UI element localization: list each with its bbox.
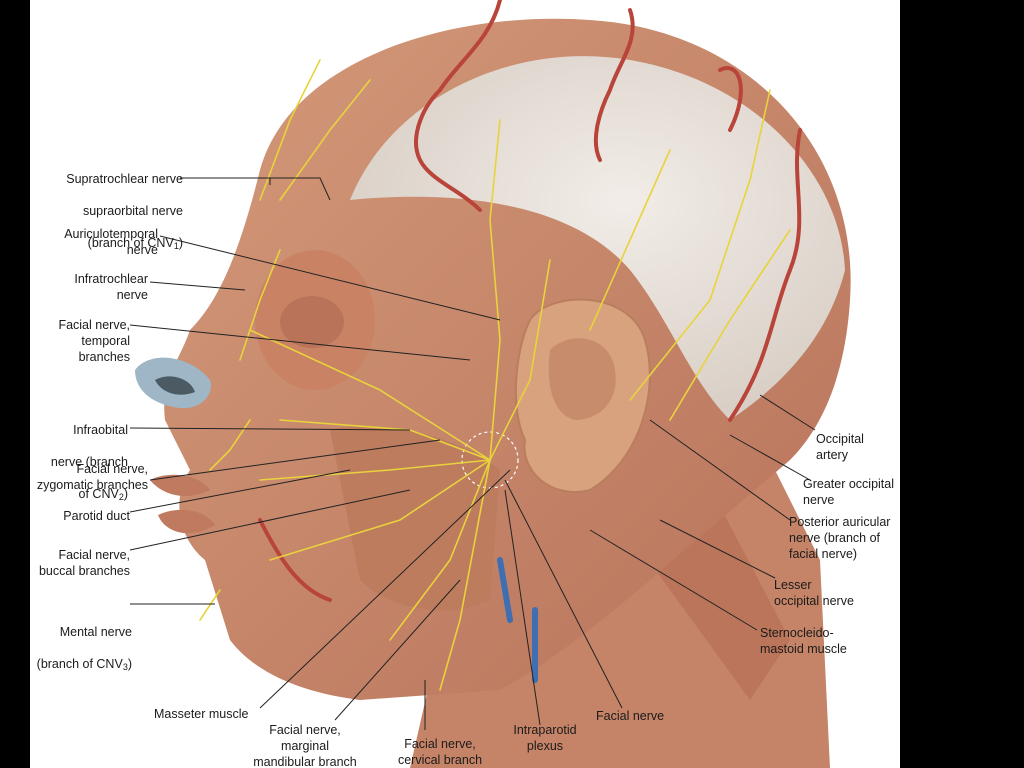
label-facial-nerve-marginal-mandibular: Facial nerve, marginal mandibular branch xyxy=(253,723,357,768)
nerves xyxy=(199,59,791,691)
veins xyxy=(497,557,538,683)
label-masseter-muscle: Masseter muscle xyxy=(154,707,249,721)
label-mental-nerve: Mental nerve (branch of CNV3) xyxy=(36,625,132,672)
label-sternocleidomastoid-muscle: Sternocleido- mastoid muscle xyxy=(760,626,847,656)
label-parotid-duct: Parotid duct xyxy=(63,509,130,523)
label-facial-nerve-buccal: Facial nerve, buccal branches xyxy=(38,548,130,578)
facial-artery xyxy=(258,518,332,602)
occipital-artery xyxy=(728,128,802,422)
label-lesser-occipital-nerve: Lesser occipital nerve xyxy=(774,578,854,608)
intraparotid-plexus-marker xyxy=(461,431,519,489)
label-auriculotemporal-nerve: Auriculotemporal nerve xyxy=(64,227,158,257)
galea-aponeurotica xyxy=(350,56,845,420)
label-greater-occipital-nerve: Greater occipital nerve xyxy=(803,477,895,507)
label-infratrochlear-nerve: Infratrochlear nerve xyxy=(74,272,148,302)
label-facial-nerve-zygomatic: Facial nerve, zygomatic branches xyxy=(36,462,148,492)
label-facial-nerve-cervical: Facial nerve, cervical branch xyxy=(397,737,483,767)
label-facial-nerve-temporal: Facial nerve, temporal branches xyxy=(58,318,130,364)
label-infraorbital-nerve: Infraobital nerve (branch of CNV2) xyxy=(50,423,128,502)
label-occipital-artery: Occipital artery xyxy=(816,432,864,462)
label-intraparotid-plexus: Intraparotid plexus xyxy=(513,723,577,753)
label-posterior-auricular-nerve: Posterior auricular nerve (branch of fac… xyxy=(789,515,891,561)
masseter-muscle xyxy=(330,426,500,611)
label-supratrochlear-nerve: Supratrochlear nerve supraorbital nerve … xyxy=(66,172,183,251)
leader-lines xyxy=(129,177,816,730)
lips xyxy=(150,474,210,496)
label-facial-nerve: Facial nerve xyxy=(596,709,665,723)
eye-shape xyxy=(280,296,344,348)
illustration-frame: Supratrochlear nerve supraorbital nerve … xyxy=(30,0,900,768)
superficial-temporal-artery xyxy=(414,0,743,212)
